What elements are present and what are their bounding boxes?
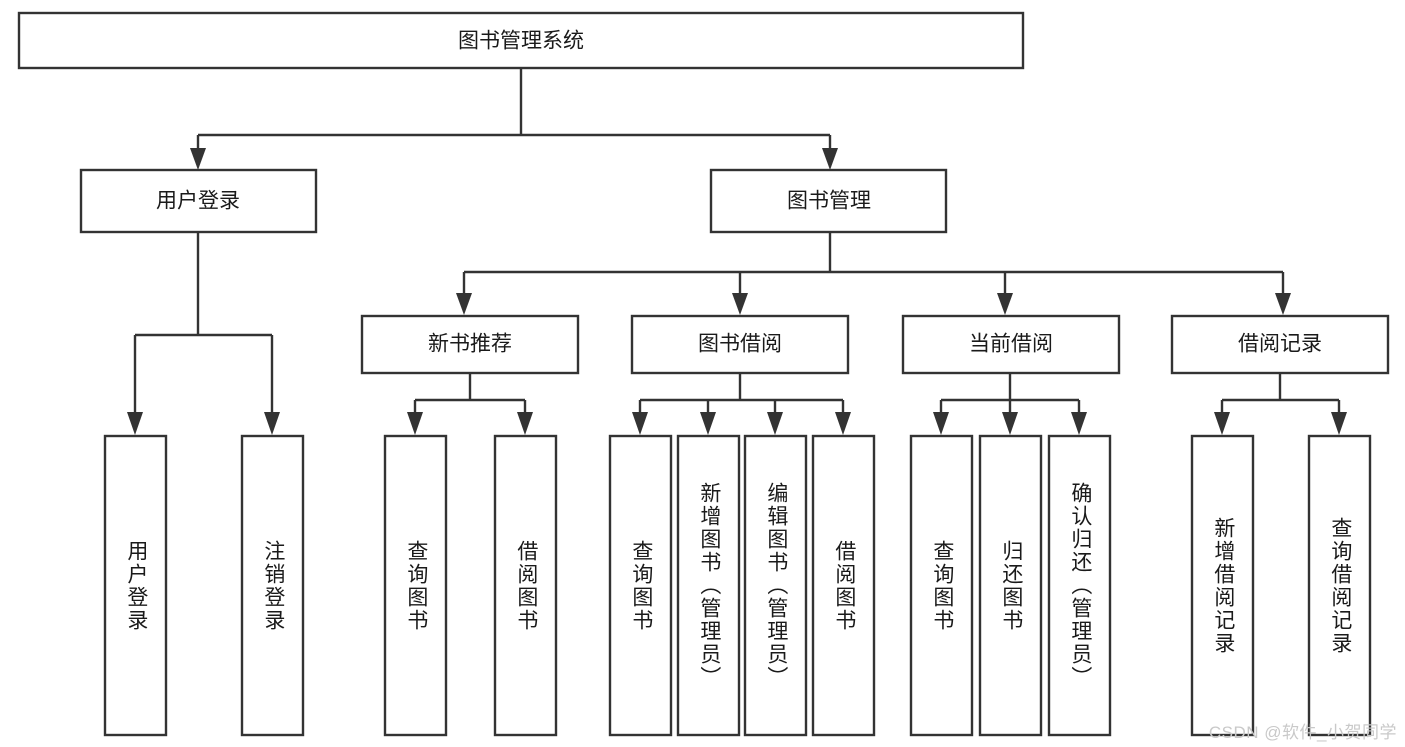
- leaf-box-current-borrow-0[interactable]: [909, 434, 974, 737]
- node-current-borrow[interactable]: 当前借阅: [901, 314, 1121, 375]
- node-borrow-record-box[interactable]: [1170, 314, 1390, 375]
- leaf-boxes-borrow-record: [1190, 434, 1372, 737]
- leaf-box-user-login-1[interactable]: [240, 434, 305, 737]
- node-book-borrow-box[interactable]: [630, 314, 850, 375]
- leaf-box-book-borrow-3[interactable]: [811, 434, 876, 737]
- node-user-login-box[interactable]: [79, 168, 318, 234]
- node-user-login-label: 用户登录: [156, 190, 240, 213]
- node-book-borrow[interactable]: 图书借阅: [630, 314, 850, 375]
- leaf-box-borrow-record-1[interactable]: [1307, 434, 1372, 737]
- node-new-book-recommend-label: 新书推荐: [428, 333, 512, 356]
- leaf-box-borrow-record-0[interactable]: [1190, 434, 1255, 737]
- node-root-box[interactable]: [17, 11, 1025, 70]
- leaf-box-new-book-1[interactable]: [493, 434, 558, 737]
- leaf-box-user-login-0[interactable]: [103, 434, 168, 737]
- leaf-boxes-current-borrow: [909, 434, 1112, 737]
- leaf-box-book-borrow-2[interactable]: [743, 434, 808, 737]
- node-root-label: 图书管理系统: [458, 30, 584, 53]
- connector-root-to-level2: [190, 68, 838, 170]
- connector-bookmgmt-to-level3: [456, 232, 1291, 315]
- leaf-boxes-new-book-recommend: [383, 434, 558, 737]
- watermark-text: CSDN @软件_小贺同学: [1208, 723, 1397, 742]
- leaf-box-book-borrow-1[interactable]: [676, 434, 741, 737]
- leaf-boxes-user-login: [103, 434, 305, 737]
- connector-currentborrow-to-leaves: [933, 373, 1087, 435]
- node-user-login[interactable]: 用户登录: [79, 168, 318, 234]
- leaf-box-new-book-0[interactable]: [383, 434, 448, 737]
- node-borrow-record[interactable]: 借阅记录: [1170, 314, 1390, 375]
- node-book-management-box[interactable]: [709, 168, 948, 234]
- connector-newbook-to-leaves: [407, 373, 533, 435]
- node-new-book-recommend[interactable]: 新书推荐: [360, 314, 580, 375]
- node-new-book-recommend-box[interactable]: [360, 314, 580, 375]
- node-borrow-record-label: 借阅记录: [1238, 333, 1322, 356]
- connector-bookborrow-to-leaves: [632, 373, 851, 435]
- leaf-box-current-borrow-2[interactable]: [1047, 434, 1112, 737]
- node-current-borrow-box[interactable]: [901, 314, 1121, 375]
- node-book-management-label: 图书管理: [787, 190, 871, 213]
- connector-userlogin-to-leaves: [127, 232, 280, 435]
- leaf-boxes-book-borrow: [608, 434, 876, 737]
- node-book-borrow-label: 图书借阅: [698, 333, 782, 356]
- node-book-management[interactable]: 图书管理: [709, 168, 948, 234]
- node-root[interactable]: 图书管理系统: [17, 11, 1025, 70]
- connector-borrowrecord-to-leaves: [1214, 373, 1347, 435]
- leaf-box-book-borrow-0[interactable]: [608, 434, 673, 737]
- node-current-borrow-label: 当前借阅: [969, 333, 1053, 356]
- leaf-box-current-borrow-1[interactable]: [978, 434, 1043, 737]
